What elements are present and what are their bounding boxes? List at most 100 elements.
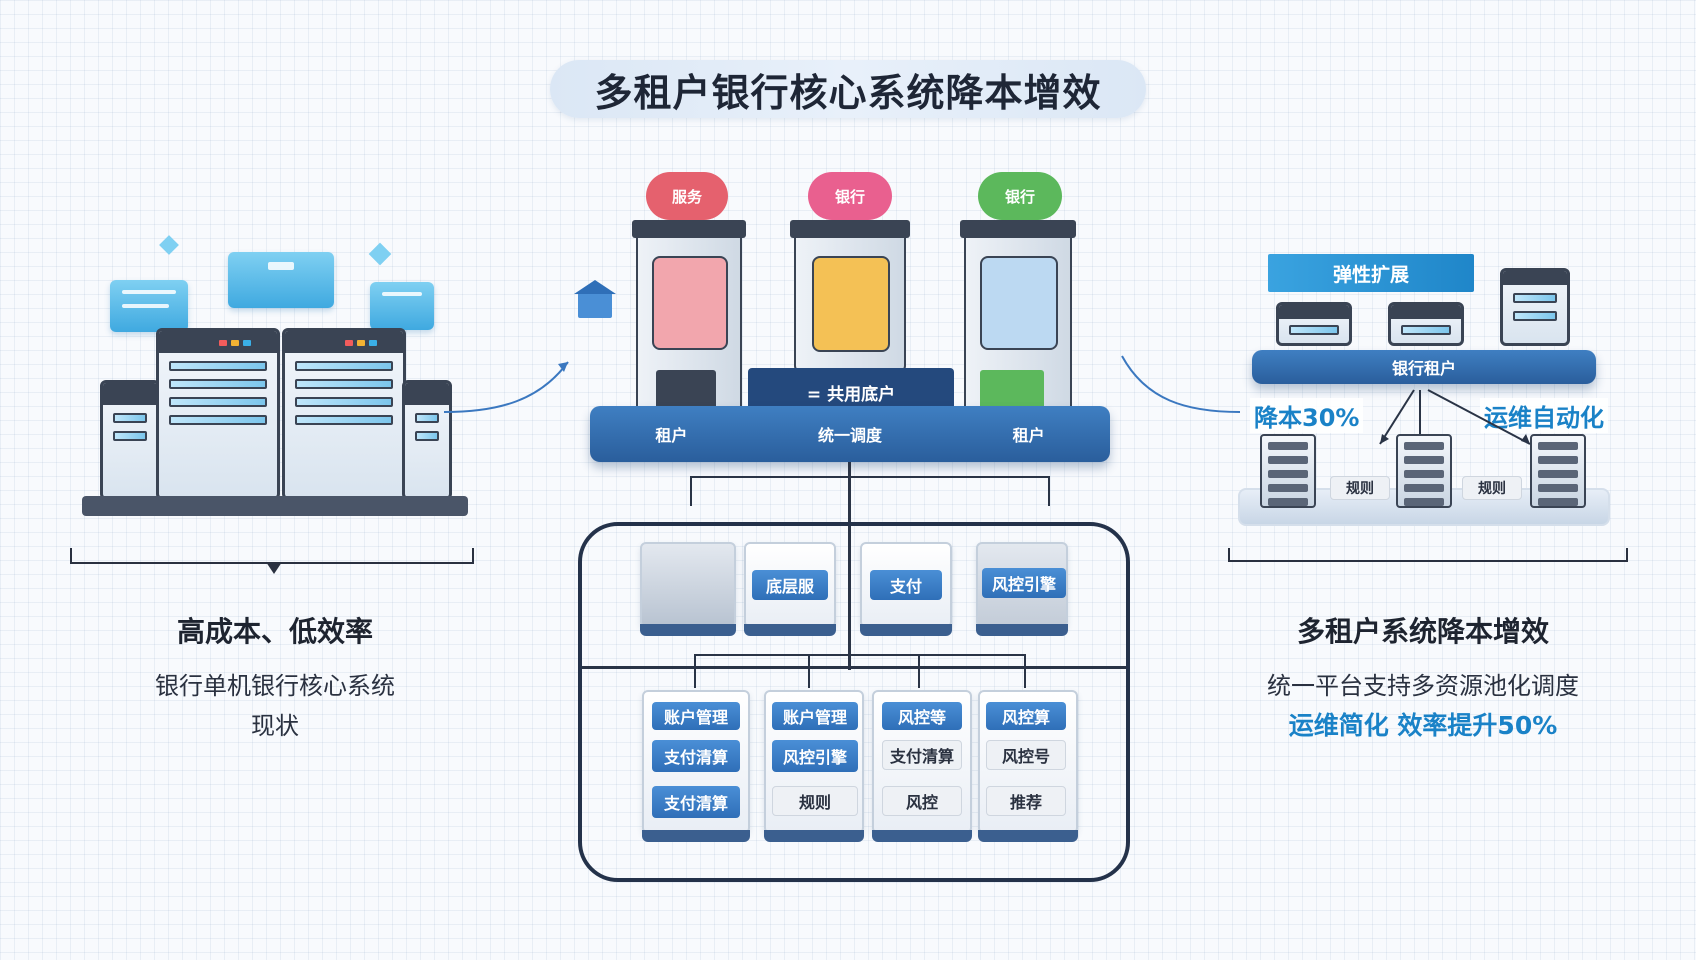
left-line-2: 现状 bbox=[251, 712, 299, 740]
connector-line bbox=[690, 476, 692, 506]
module-chip: 风控算 bbox=[986, 702, 1066, 730]
title-banner: 多租户银行核心系统降本增效 bbox=[550, 60, 1146, 118]
module-label: 风控算 bbox=[1001, 708, 1050, 727]
server-icon bbox=[282, 328, 406, 500]
rack-label: 规则 bbox=[1330, 476, 1390, 500]
tenant-building-2 bbox=[790, 220, 910, 372]
connector-line bbox=[1024, 654, 1026, 688]
module-chip: 账户管理 bbox=[652, 702, 740, 730]
module-chip: 支付清算 bbox=[882, 740, 962, 770]
connector-line bbox=[690, 476, 1050, 478]
module-label: 支付清算 bbox=[663, 748, 728, 767]
server-base bbox=[82, 496, 468, 516]
connector-line bbox=[1048, 476, 1050, 506]
chat-bubble-icon bbox=[228, 252, 334, 308]
module-label: 风控引擎 bbox=[782, 748, 847, 767]
page-title: 多租户银行核心系统降本增效 bbox=[594, 70, 1102, 115]
chat-bubble-icon bbox=[370, 282, 434, 330]
module-chip: 支付清算 bbox=[652, 786, 740, 818]
platform-label-tenant-right: 租户 bbox=[1012, 426, 1045, 445]
module-chip: 风控引擎 bbox=[772, 740, 858, 772]
chat-bubble-icon bbox=[110, 280, 188, 332]
connector-line bbox=[694, 654, 1026, 656]
module-label: 风控 bbox=[905, 793, 938, 812]
module-label: 风控等 bbox=[897, 708, 946, 727]
rack-server-icon bbox=[1530, 434, 1586, 508]
tenant-screen bbox=[812, 256, 890, 352]
tenant-cloud-label: 服务 bbox=[671, 187, 702, 206]
tenant-screen bbox=[652, 256, 728, 350]
service-label: 支付 bbox=[889, 577, 922, 596]
connector-arrow-right bbox=[1121, 355, 1241, 413]
tenant-cloud-3: 银行 bbox=[978, 172, 1062, 220]
elastic-scaling-banner: 弹性扩展 bbox=[1268, 254, 1474, 292]
module-label: 风控号 bbox=[1001, 747, 1050, 766]
frame-divider bbox=[582, 666, 1126, 669]
tenant-screen bbox=[980, 256, 1058, 350]
service-chip: 支付 bbox=[870, 570, 942, 600]
service-chip: 风控引擎 bbox=[982, 568, 1066, 598]
hub-label: = 共用底户 bbox=[806, 384, 896, 405]
connector-line bbox=[918, 654, 920, 688]
module-label: 支付清算 bbox=[663, 794, 728, 813]
decor-cube-icon bbox=[368, 242, 392, 266]
rack-label-text: 规则 bbox=[1478, 481, 1506, 497]
service-label: 风控引擎 bbox=[991, 575, 1056, 594]
rack-label-text: 规则 bbox=[1346, 481, 1374, 497]
right-heading: 多租户系统降本增效 bbox=[1296, 615, 1549, 648]
server-icon bbox=[1276, 302, 1352, 346]
tenant-cloud-1: 服务 bbox=[646, 172, 728, 220]
connector-line bbox=[694, 654, 696, 688]
module-label: 支付清算 bbox=[889, 747, 954, 766]
bank-tenant-platform: 银行租户 bbox=[1252, 350, 1596, 384]
platform-label-tenant-left: 租户 bbox=[655, 426, 688, 445]
module-chip: 规则 bbox=[772, 786, 858, 816]
rack-server-icon bbox=[1396, 434, 1452, 508]
server-icon bbox=[1388, 302, 1464, 346]
bank-tenant-label: 银行租户 bbox=[1391, 359, 1456, 378]
core-system-frame bbox=[578, 522, 1130, 882]
tenant-cloud-2: 银行 bbox=[808, 172, 892, 220]
right-line-1: 统一平台支持多资源池化调度 bbox=[1267, 672, 1579, 700]
module-label: 账户管理 bbox=[782, 708, 847, 727]
module-label: 规则 bbox=[798, 793, 831, 812]
right-accent-line: 运维简化 效率提升50% bbox=[1288, 711, 1558, 740]
server-icon bbox=[1500, 268, 1570, 346]
platform-label-center: 统一调度 bbox=[817, 426, 882, 445]
module-chip: 风控等 bbox=[882, 702, 962, 730]
left-line-1: 银行单机银行核心系统 bbox=[155, 672, 395, 700]
rack-server-icon bbox=[1260, 434, 1316, 508]
service-label: 底层服 bbox=[765, 577, 814, 596]
service-server bbox=[640, 542, 736, 636]
server-icon bbox=[100, 380, 160, 500]
left-illustration bbox=[70, 220, 470, 520]
tenant-building-3 bbox=[960, 220, 1076, 422]
module-chip: 账户管理 bbox=[772, 702, 858, 730]
server-icon bbox=[402, 380, 452, 500]
house-icon bbox=[578, 292, 612, 318]
tenant-cloud-label: 银行 bbox=[1004, 187, 1035, 206]
module-chip: 风控号 bbox=[986, 740, 1066, 770]
cost-reduction-metric: 降本30% bbox=[1250, 398, 1364, 433]
tenant-building-1 bbox=[632, 220, 746, 422]
banner-label: 弹性扩展 bbox=[1332, 263, 1409, 286]
central-platform: 租户 统一调度 租户 bbox=[590, 406, 1110, 462]
rack-label: 规则 bbox=[1462, 476, 1522, 500]
module-chip: 风控 bbox=[882, 786, 962, 816]
service-chip: 底层服 bbox=[752, 570, 828, 600]
connector-line bbox=[808, 654, 810, 688]
right-brace bbox=[1228, 548, 1628, 562]
tenant-cloud-label: 银行 bbox=[834, 187, 865, 206]
module-label: 推荐 bbox=[1009, 793, 1042, 812]
decor-cube-icon bbox=[159, 235, 179, 255]
connector-line bbox=[848, 462, 851, 670]
left-brace-tip bbox=[266, 562, 282, 574]
module-label: 账户管理 bbox=[663, 708, 728, 727]
house-roof bbox=[574, 280, 616, 294]
ops-automation-metric: 运维自动化 bbox=[1480, 398, 1608, 433]
module-chip: 推荐 bbox=[986, 786, 1066, 816]
left-heading: 高成本、低效率 bbox=[176, 615, 373, 648]
connector-arrow-left bbox=[443, 361, 569, 413]
server-icon bbox=[156, 328, 280, 500]
module-chip: 支付清算 bbox=[652, 740, 740, 772]
